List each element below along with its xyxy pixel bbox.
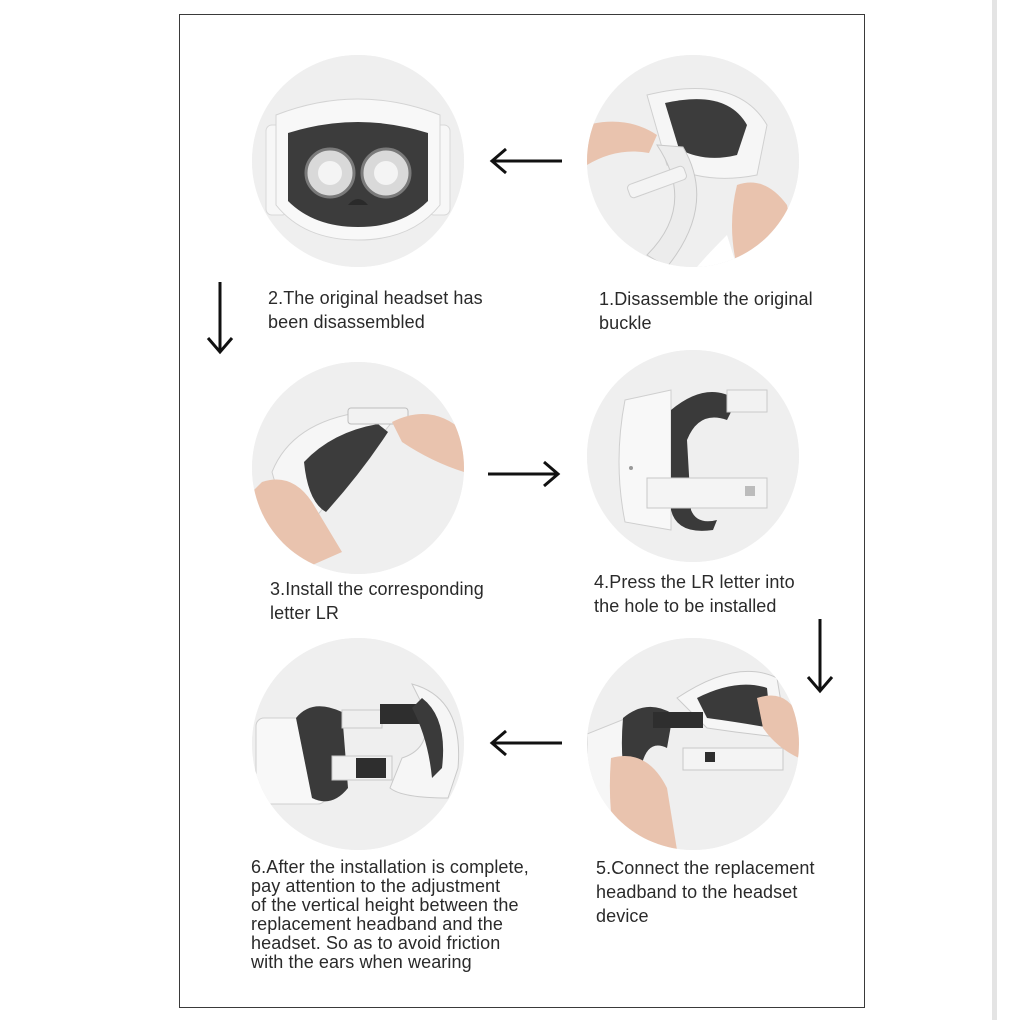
arrow-step2-to-step3	[204, 280, 236, 356]
step-4-photo	[587, 350, 799, 562]
step-6-caption: 6.After the installation is complete, pa…	[251, 857, 529, 972]
step-5-photo	[587, 638, 799, 850]
step-1-caption: 1.Disassemble the original buckle	[599, 289, 813, 333]
step-4-caption: 4.Press the LR letter into the hole to b…	[594, 572, 795, 616]
arrow-step4-to-step5	[804, 617, 836, 695]
arrow-step3-to-step4	[486, 459, 564, 489]
arrow-step1-to-step2	[486, 146, 564, 176]
step-5-caption: 5.Connect the replacement headband to th…	[596, 858, 815, 926]
step-2-photo	[252, 55, 464, 267]
step-2-caption: 2.The original headset has been disassem…	[268, 288, 483, 332]
step-1-photo	[587, 55, 799, 267]
arrow-step5-to-step6	[486, 728, 564, 758]
step-3-photo	[252, 362, 464, 574]
page-edge-rule	[992, 0, 997, 1020]
step-3-caption: 3.Install the corresponding letter LR	[270, 579, 484, 623]
step-6-photo	[252, 638, 464, 850]
